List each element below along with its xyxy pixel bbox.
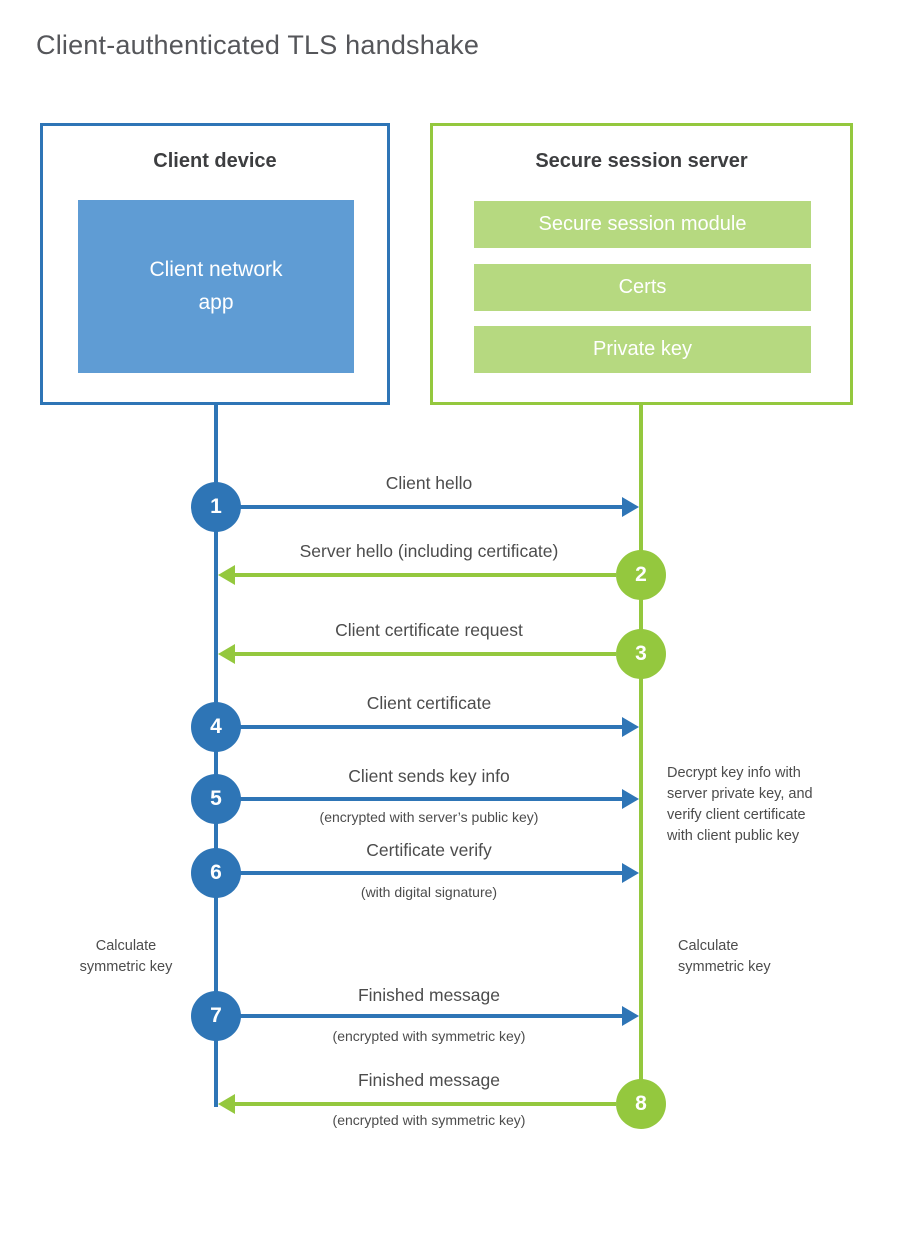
flow-arrow-5	[240, 797, 622, 801]
flow-sublabel-6: (with digital signature)	[360, 884, 498, 900]
flow-arrow-2	[235, 573, 616, 577]
client-network-app-box: Client network app	[78, 200, 354, 373]
step-badge-7: 7	[191, 991, 241, 1041]
step-badge-6: 6	[191, 848, 241, 898]
secure-session-module-bar: Secure session module	[474, 201, 811, 248]
flow-arrow-7	[240, 1014, 622, 1018]
flow-arrow-6	[240, 871, 622, 875]
flow-label-1: Client hello	[385, 473, 473, 493]
step-badge-4: 4	[191, 702, 241, 752]
step-badge-2: 2	[616, 550, 666, 600]
page-title: Client-authenticated TLS handshake	[36, 30, 480, 60]
step-badge-8: 8	[616, 1079, 666, 1129]
secure-session-server-title: Secure session server	[535, 150, 748, 172]
flow-arrow-8	[235, 1102, 616, 1106]
step-badge-1: 1	[191, 482, 241, 532]
decrypt-key-note: Decrypt key info with server private key…	[667, 765, 813, 845]
arrow-right-icon	[622, 717, 639, 737]
arrow-left-icon	[218, 644, 235, 664]
flow-label-3: Client certificate request	[335, 620, 523, 640]
arrow-right-icon	[622, 789, 639, 809]
flow-label-7: Finished message	[357, 985, 501, 1005]
flow-sublabel-5: (encrypted with server’s public key)	[319, 809, 539, 825]
step-badge-3: 3	[616, 629, 666, 679]
flow-sublabel-7: (encrypted with symmetric key)	[332, 1028, 526, 1044]
arrow-right-icon	[622, 1006, 639, 1026]
flow-label-4: Client certificate	[366, 693, 492, 713]
private-key-bar: Private key	[474, 326, 811, 373]
flow-label-6: Certificate verify	[366, 840, 492, 860]
arrow-right-icon	[622, 863, 639, 883]
arrow-left-icon	[218, 1094, 235, 1114]
flow-label-8: Finished message	[357, 1070, 501, 1090]
step-badge-5: 5	[191, 774, 241, 824]
server-lifeline	[639, 404, 643, 1104]
client-device-title: Client device	[153, 150, 277, 172]
flow-arrow-3	[235, 652, 616, 656]
calc-symmetric-key-left: Calculate symmetric key	[79, 938, 173, 976]
flow-arrow-1	[240, 505, 622, 509]
flow-label-5: Client sends key info	[348, 766, 510, 786]
flow-label-2: Server hello (including certificate)	[299, 541, 559, 561]
flow-sublabel-8: (encrypted with symmetric key)	[332, 1112, 526, 1128]
arrow-right-icon	[622, 497, 639, 517]
calc-symmetric-key-right: Calculate symmetric key	[678, 938, 771, 976]
flow-arrow-4	[240, 725, 622, 729]
client-lifeline	[214, 404, 218, 1107]
certs-bar: Certs	[474, 264, 811, 311]
arrow-left-icon	[218, 565, 235, 585]
